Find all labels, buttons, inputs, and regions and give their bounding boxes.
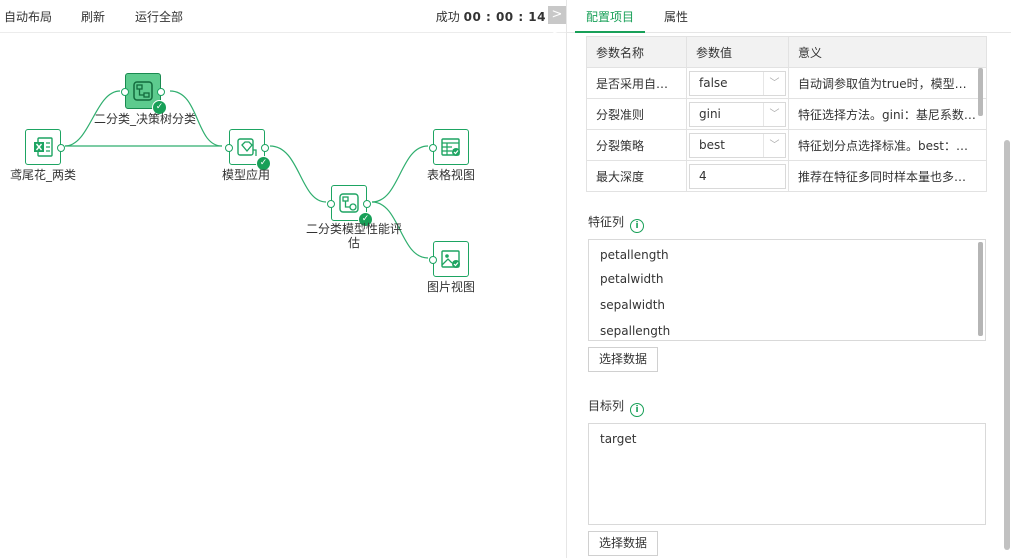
run-timer: 00 : 00 : 14: [463, 10, 546, 24]
feature-columns-title: 特征列 i: [588, 213, 645, 233]
param-meaning: 自动调参取值为true时，模型自动...: [788, 67, 987, 99]
select-value: gini: [699, 106, 721, 121]
panel-scrollbar[interactable]: [1004, 140, 1010, 550]
flow-canvas[interactable]: 鸢尾花_两类 ✓ 二分类_决策树分类 ✓ 模型应用: [0, 34, 566, 558]
param-name: 最大深度: [586, 160, 687, 192]
list-item: sepalwidth: [600, 298, 666, 312]
chevron-down-icon[interactable]: ﹀: [763, 71, 785, 95]
panel-tabs: 配置项目 属性: [567, 0, 1011, 33]
auto-layout-button[interactable]: 自动布局: [4, 10, 53, 24]
success-check-icon: ✓: [358, 212, 373, 227]
param-value-header: 参数值: [686, 36, 789, 68]
info-icon[interactable]: i: [630, 403, 645, 417]
flow-editor: 自动布局 刷新 运行全部 成功 00 : 00 : 14 ><: [0, 0, 566, 558]
select-value: best: [699, 137, 725, 152]
evaluation-icon: [339, 193, 359, 213]
params-header-row: 参数名称 参数值 意义: [586, 36, 987, 68]
output-port[interactable]: [57, 144, 65, 152]
node-decision-tree[interactable]: ✓: [121, 73, 167, 115]
tab-properties[interactable]: 属性: [664, 10, 689, 24]
edge-apply-eval: [269, 145, 327, 203]
input-port[interactable]: [121, 88, 129, 96]
max-depth-input[interactable]: 4: [689, 163, 786, 189]
param-name: 分裂准则: [586, 98, 687, 130]
target-column-title: 目标列 i: [588, 397, 645, 417]
active-tab-indicator: [575, 31, 645, 33]
edge-eval-image: [371, 201, 429, 259]
feature-columns-list[interactable]: petallength petalwidth sepalwidth sepall…: [588, 239, 986, 341]
select-features-button[interactable]: 选择数据: [588, 347, 659, 372]
config-content: 参数名称 参数值 意义 是否采用自动... false ﹀ 自动调参取值为tru…: [567, 34, 1011, 558]
input-port[interactable]: [225, 144, 233, 152]
target-column-list[interactable]: target: [588, 423, 986, 525]
edge-tree-apply: [169, 90, 223, 147]
param-name: 是否采用自动...: [586, 67, 687, 99]
select-value: false: [699, 75, 728, 90]
node-label: 鸢尾花_两类: [9, 168, 76, 182]
node-table-view[interactable]: [429, 129, 469, 165]
table-view-icon: [441, 138, 460, 156]
refresh-button[interactable]: 刷新: [81, 10, 106, 24]
image-view-icon: [441, 250, 460, 268]
info-icon[interactable]: i: [630, 219, 645, 233]
model-apply-icon: [237, 138, 257, 156]
select-target-button[interactable]: 选择数据: [588, 531, 659, 556]
excel-icon: [34, 137, 53, 157]
param-meaning: 推荐在特征多同时样本量也多时，...: [788, 160, 987, 192]
collapse-panel-icon[interactable]: ><: [548, 6, 566, 40]
node-label: 图片视图: [426, 280, 475, 294]
flow-edges: [64, 90, 429, 259]
list-item: petalwidth: [600, 272, 664, 286]
node-label: 模型应用: [221, 168, 270, 182]
success-check-icon: ✓: [152, 100, 167, 115]
table-row: 分裂准则 gini ﹀ 特征选择方法。gini：基尼系数，...: [586, 98, 987, 130]
node-iris-dataset[interactable]: [25, 129, 65, 165]
run-all-button[interactable]: 运行全部: [135, 10, 184, 24]
list-item: petallength: [600, 248, 669, 262]
params-table: 参数名称 参数值 意义 是否采用自动... false ﹀ 自动调参取值为tru…: [586, 36, 987, 192]
output-port[interactable]: [261, 144, 269, 152]
table-scrollbar[interactable]: [978, 68, 983, 116]
edge-eval-table: [371, 145, 429, 203]
output-port[interactable]: [157, 88, 165, 96]
chevron-down-icon[interactable]: ﹀: [763, 102, 785, 126]
table-row: 最大深度 4 推荐在特征多同时样本量也多时，...: [586, 160, 987, 192]
node-label: 二分类_决策树分类: [93, 112, 196, 126]
config-panel: 配置项目 属性 参数名称 参数值 意义 是否采用自动... false: [566, 0, 1011, 558]
param-name-header: 参数名称: [586, 36, 687, 68]
run-status-label: 成功: [435, 10, 460, 24]
flow-toolbar: 自动布局 刷新 运行全部 成功 00 : 00 : 14 ><: [0, 0, 566, 40]
node-label: 表格视图: [426, 168, 475, 182]
tab-config[interactable]: 配置项目: [586, 10, 635, 24]
param-name: 分裂策略: [586, 129, 687, 161]
success-check-icon: ✓: [256, 156, 271, 171]
output-port[interactable]: [363, 200, 371, 208]
node-image-view[interactable]: [429, 241, 469, 277]
param-meaning: 特征划分点选择标准。best：在所...: [788, 129, 987, 161]
section-label: 特征列: [588, 215, 625, 229]
list-item: target: [600, 432, 637, 446]
edge-source-tree: [64, 90, 121, 147]
param-meaning-header: 意义: [788, 36, 987, 68]
split-criterion-select[interactable]: gini ﹀: [689, 101, 786, 127]
param-meaning: 特征选择方法。gini：基尼系数，...: [788, 98, 987, 130]
list-item: sepallength: [600, 324, 671, 338]
auto-tune-select[interactable]: false ﹀: [689, 70, 786, 96]
node-label: 二分类模型性能评估: [305, 222, 402, 250]
list-scrollbar[interactable]: [978, 242, 983, 336]
tree-model-icon: [133, 81, 153, 101]
chevron-down-icon[interactable]: ﹀: [763, 133, 785, 157]
input-port[interactable]: [327, 200, 335, 208]
input-port[interactable]: [429, 256, 437, 264]
node-model-evaluation[interactable]: ✓: [327, 185, 373, 227]
node-model-apply[interactable]: ✓: [225, 129, 271, 171]
table-row: 分裂策略 best ﹀ 特征划分点选择标准。best：在所...: [586, 129, 987, 161]
run-status: 成功 00 : 00 : 14: [436, 8, 546, 25]
input-port[interactable]: [429, 144, 437, 152]
section-label: 目标列: [588, 399, 625, 413]
table-row: 是否采用自动... false ﹀ 自动调参取值为true时，模型自动...: [586, 67, 987, 99]
split-strategy-select[interactable]: best ﹀: [689, 132, 786, 158]
